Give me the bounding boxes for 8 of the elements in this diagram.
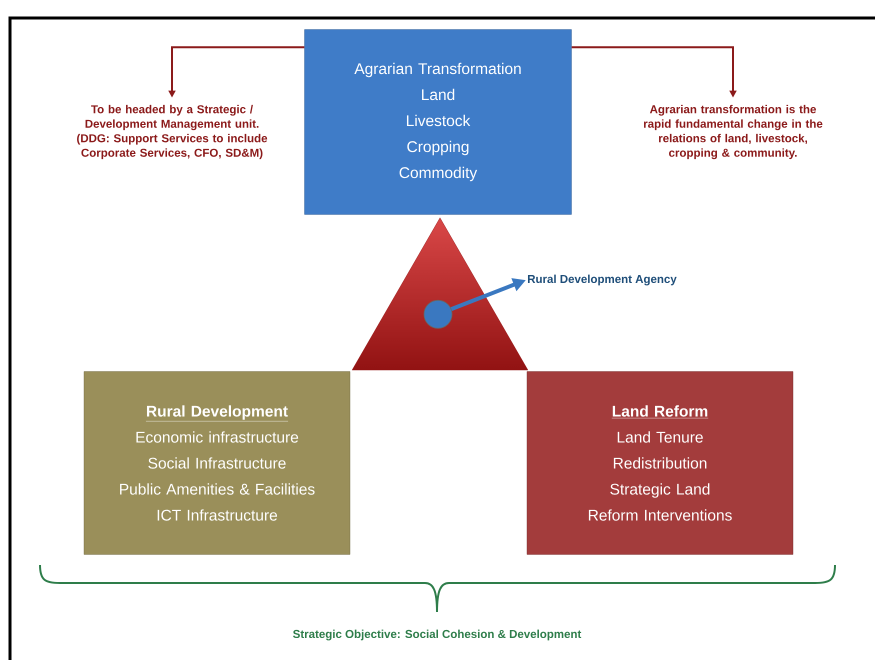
note-text: Agrarian transformation is the rapid fundamental change in the relations of land, livestock, cropping & community. [644,104,822,160]
process-box: Rural Development Economic infrastructure Social Infrastructure Public Amenities & Facilities ICT Infrastructure [84,371,350,555]
process-box: Agrarian Transformation Land Livestock Cropping Commodity [304,29,572,215]
triangle-shape [352,218,528,370]
caption-text: Strategic Objective: Social Cohesion & Development [293,630,582,640]
process-box: Land Reform Land Tenure Redistribution Strategic Land Reform Interventions [526,371,794,555]
note-text: To be headed by a Strategic / Development Management unit. (DDG: Support Services to include Corporate Services, CFO, SD&M) [77,104,268,160]
agency-label: Rural Development Agency [528,274,677,286]
